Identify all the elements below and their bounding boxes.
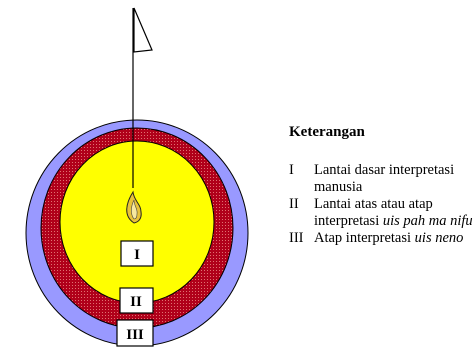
legend-entry-plain: Lantai dasar interpretasi manusia xyxy=(314,162,455,195)
legend-entry-number: II xyxy=(289,196,299,212)
legend-entry-ii: II Lantai atas atau atap interpretasi ui… xyxy=(289,196,473,230)
legend-entry-number: III xyxy=(289,230,304,246)
legend-entry-text: Atap interpretasi uis neno xyxy=(314,230,463,246)
box-iii xyxy=(116,319,154,347)
legend-entry-italic: uis neno xyxy=(414,230,464,246)
legend-entry-i: I Lantai dasar interpretasi manusia xyxy=(289,162,473,196)
legend-entry-iii: III Atap interpretasi uis neno xyxy=(289,230,473,247)
legend-title: Keterangan xyxy=(289,124,365,140)
house-layers-diagram: I II III xyxy=(25,7,249,347)
box-i xyxy=(120,240,154,267)
box-iii-label: III xyxy=(126,327,144,343)
box-ii-label: II xyxy=(130,294,142,310)
legend-entry-plain: Atap interpretasi xyxy=(314,230,415,246)
flame-icon xyxy=(126,190,142,224)
box-ii xyxy=(119,287,154,314)
legend-entry-plain: Lantai atas atau atap interpretasi xyxy=(314,196,433,229)
legend-entry-text: Lantai dasar interpretasi manusia xyxy=(314,162,454,195)
legend-entry-number: I xyxy=(289,162,294,178)
legend: Keterangan I Lantai dasar interpretasi m… xyxy=(289,124,473,247)
flag-icon xyxy=(133,7,153,53)
legend-entry-italic: uis pah ma nifu xyxy=(382,213,473,229)
legend-entry-text: Lantai atas atau atap interpretasi uis p… xyxy=(314,196,473,229)
box-i-label: I xyxy=(134,247,140,263)
